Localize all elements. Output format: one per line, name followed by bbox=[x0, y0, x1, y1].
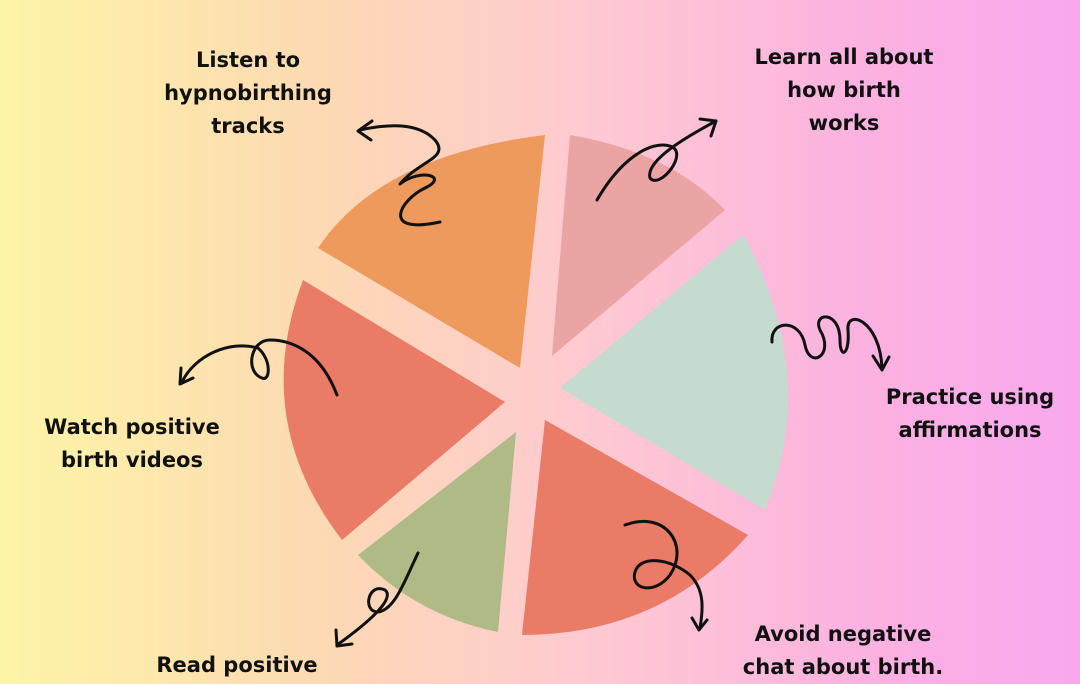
arrow-watch bbox=[178, 338, 339, 397]
segment-listen bbox=[318, 135, 545, 368]
segment-read bbox=[358, 432, 516, 632]
label-affirm-line-1: Practice using bbox=[885, 385, 1055, 409]
label-affirm: Practice using affirmations bbox=[886, 381, 1054, 447]
label-learn-line-3: works bbox=[808, 111, 880, 135]
label-read-line-1: Read positive bbox=[156, 653, 318, 677]
label-avoid: Avoid negative chat about birth. bbox=[743, 618, 943, 684]
label-affirm-line-2: affirmations bbox=[898, 418, 1042, 442]
label-watch-line-2: birth videos bbox=[61, 448, 203, 472]
label-listen-line-1: Listen to bbox=[195, 48, 301, 72]
segment-affirm bbox=[560, 235, 788, 510]
label-watch-line-1: Watch positive bbox=[44, 415, 220, 439]
label-learn: Learn all about how birth works bbox=[755, 41, 934, 140]
arrow-avoid bbox=[623, 519, 709, 632]
label-avoid-line-1: Avoid negative bbox=[754, 622, 932, 646]
label-watch: Watch positive birth videos bbox=[44, 411, 220, 477]
arrow-learn bbox=[595, 117, 718, 202]
label-listen: Listen to hypnobirthing tracks bbox=[164, 44, 332, 143]
arrow-affirm bbox=[770, 315, 891, 372]
label-listen-line-3: tracks bbox=[211, 114, 285, 138]
label-listen-line-2: hypnobirthing bbox=[164, 81, 332, 105]
segment-avoid bbox=[522, 420, 748, 635]
label-avoid-line-2: chat about birth. bbox=[742, 655, 944, 679]
label-read: Read positive bbox=[156, 649, 317, 682]
arrow-listen bbox=[356, 119, 442, 227]
label-learn-line-2: how birth bbox=[787, 78, 901, 102]
segment-watch bbox=[283, 280, 505, 540]
arrow-read bbox=[334, 551, 420, 648]
segment-learn bbox=[552, 135, 725, 356]
label-learn-line-1: Learn all about bbox=[754, 45, 934, 69]
